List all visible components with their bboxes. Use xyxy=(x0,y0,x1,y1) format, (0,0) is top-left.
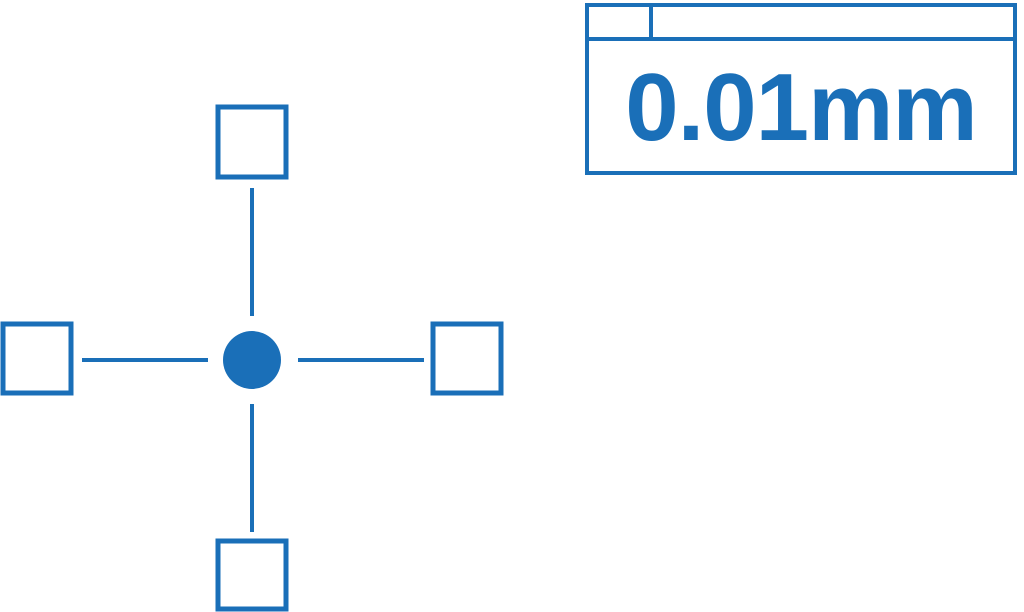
tolerance-readout-box: 0.01mm xyxy=(585,3,1017,175)
node-square-left xyxy=(0,321,74,396)
readout-tab xyxy=(589,7,653,37)
node-square-top xyxy=(215,104,289,180)
node-square-right xyxy=(430,321,504,396)
node-square-bottom xyxy=(215,538,289,612)
readout-header xyxy=(589,7,1013,41)
center-node xyxy=(223,331,281,389)
tolerance-value: 0.01mm xyxy=(625,54,978,161)
